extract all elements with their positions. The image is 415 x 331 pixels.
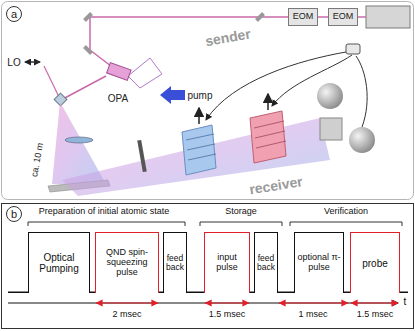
waveform [8,292,29,294]
feedback-line [206,52,346,120]
part-label: LO [7,57,20,68]
node-text: optional π-pulse [297,253,341,273]
waveform-segment [277,292,295,294]
part-label: pump [187,90,212,101]
axis-label: t [404,296,407,307]
node-text: EOM [293,12,314,22]
field-arrow [267,94,269,110]
beam-segment [318,16,328,18]
duration-label: 2 msec [112,310,141,320]
node-text: probe [362,258,388,269]
opa-cavity [128,58,162,88]
phase-bracket [290,222,402,226]
pump-arrow [160,86,185,104]
phase-label: Storage [225,207,257,217]
time-axis [8,303,398,304]
eom-box: EOM [288,8,318,26]
coil [186,134,216,160]
pulse-box: input pulse [204,232,250,293]
squeezed-beam [61,76,106,100]
lo-arrow [25,62,40,63]
node-text: input pulse [207,253,247,273]
waveplate [137,140,146,172]
dimension-label: ca. 10 m [30,142,46,178]
panel-letter: b [11,208,17,220]
waveform-segment [186,292,205,294]
mirror [255,12,265,22]
section-title: receiver [248,174,303,198]
waveform [399,292,408,294]
signal-line [356,56,367,127]
coil [254,121,286,148]
atomic-cell [182,125,216,175]
node-text: EOM [333,12,354,22]
lo-arrow [25,62,40,63]
pulse-box: feed back [254,232,278,293]
eom-box: EOM [328,8,358,26]
panel-letter: a [11,8,17,20]
laser-box [366,6,410,28]
phase-label: Verification [324,207,368,217]
duration-label: 1.5 msec [357,310,394,320]
node-text: feed back [166,254,184,273]
pulse-box: feed back [163,232,187,293]
panel-frame [2,204,414,329]
lens [65,137,93,143]
opa-crystal [107,63,131,81]
duration-arrow [279,302,348,303]
duration-arrow [351,302,398,303]
detector [349,127,375,153]
atomic-cell [250,111,286,163]
field-arrow [198,108,200,124]
node-text: Optical Pumping [31,252,87,274]
feedback-line [272,55,352,106]
mirror [83,12,93,22]
detector [317,83,343,109]
beam-splitter-cube [320,118,342,140]
phase-label: Preparation of initial atomic state [39,207,170,217]
laser-beam [90,17,288,70]
electronics [346,44,360,54]
duration-arrow [96,302,158,303]
part-label: OPA [108,93,128,104]
node-text: feed back [257,254,275,273]
panel-frame [2,2,414,200]
mirror [83,45,93,55]
node-text: QND spin-squeezing pulse [98,248,156,278]
phase-bracket [200,222,282,226]
panel-circle [7,207,22,222]
pulse-box: QND spin-squeezing pulse [95,232,159,293]
pulse-box: probe [350,232,400,293]
panel-circle [7,7,22,22]
lo-beam [44,66,60,99]
phase-bracket [28,222,185,226]
duration-label: 1 msec [298,310,327,320]
duration-arrow [205,302,249,303]
laser-beam [358,16,366,18]
section-title: sender [204,26,252,49]
duration-label: 1.5 msec [209,310,246,320]
pulse-box: optional π-pulse [294,232,344,293]
pulse-box: Optical Pumping [28,232,90,293]
